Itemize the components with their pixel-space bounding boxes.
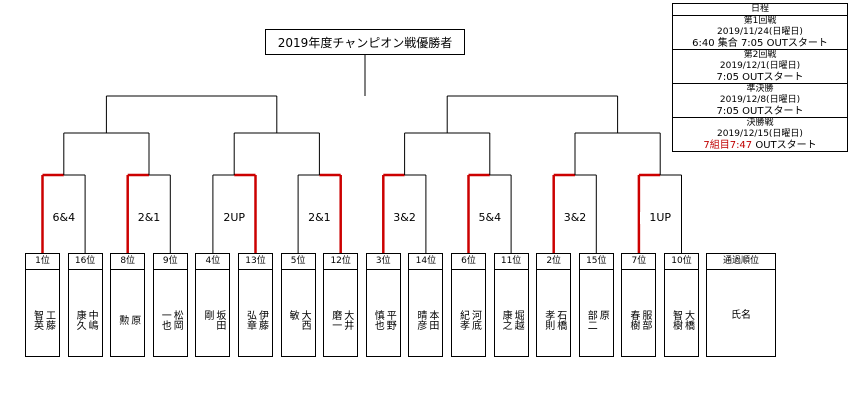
player-rank: 6位 — [452, 254, 485, 270]
player-name: 伊藤 弘章 — [244, 310, 268, 330]
player-name: 平野 慎也 — [372, 310, 396, 330]
player-rank: 2位 — [537, 254, 571, 270]
player-rank: 3位 — [366, 254, 400, 270]
player-rank: 11位 — [494, 254, 528, 270]
player-box: 6位河底 紀孝 — [451, 253, 486, 357]
player-name: 本田 晴彦 — [414, 310, 438, 330]
player-rank: 5位 — [281, 254, 315, 270]
player-name: 原 部二 — [585, 310, 609, 330]
player-box: 2位石橋 孝則 — [536, 253, 572, 357]
player-name: 大橋 智樹 — [670, 310, 694, 330]
match-score: 5&4 — [469, 212, 510, 224]
match-score: 6&4 — [43, 212, 84, 224]
player-rank: 1位 — [26, 254, 59, 270]
player-name: 大西 敏 — [287, 310, 311, 330]
player-rank: 13位 — [239, 254, 272, 270]
schedule-table: 日程 第1回戦 2019/11/24(日曜日) 6:40 集合 7:05 OUT… — [672, 3, 848, 152]
player-rank: 10位 — [665, 254, 698, 270]
match-score: 3&2 — [384, 212, 425, 224]
player-name: 石橋 孝則 — [542, 310, 566, 330]
round-time: 6:40 集合 7:05 OUTスタート — [692, 38, 828, 49]
round-name: 第2回戦 — [743, 50, 777, 60]
round-time-red: 7組目7:47 — [703, 140, 753, 151]
match-score: 2&1 — [299, 212, 340, 224]
round-date: 2019/12/15(日曜日) — [717, 129, 803, 139]
round-time: 7:05 OUTスタート — [716, 72, 804, 83]
round-name: 決勝戦 — [746, 118, 774, 128]
match-score: 1UP — [640, 212, 681, 224]
player-rank: 14位 — [409, 254, 443, 270]
player-name: 中嶋 康久 — [74, 310, 98, 330]
player-box: 12位大井 磨一 — [323, 253, 359, 357]
player-name: 松岡 一也 — [159, 310, 183, 330]
title-text: 2019年度チャンピオン戦優勝者 — [277, 35, 453, 50]
player-box: 10位大橋 智樹 — [664, 253, 699, 357]
match-score: 2&1 — [129, 212, 169, 224]
player-box: 13位伊藤 弘章 — [238, 253, 273, 357]
round-date: 2019/12/8(日曜日) — [719, 95, 801, 105]
schedule-round-1: 第1回戦 2019/11/24(日曜日) 6:40 集合 7:05 OUTスター… — [673, 15, 847, 49]
player-rank: 9位 — [153, 254, 187, 270]
schedule-round-2: 第2回戦 2019/12/1(日曜日) 7:05 OUTスタート — [673, 49, 847, 83]
player-rank: 15位 — [579, 254, 613, 270]
player-rank: 16位 — [68, 254, 102, 270]
match-score: 2UP — [214, 212, 255, 224]
player-box: 15位原 部二 — [578, 253, 614, 357]
player-name: 服部 春樹 — [627, 310, 651, 330]
player-rank: 8位 — [111, 254, 145, 270]
seed-header: 通過順位 — [707, 254, 775, 270]
player-name: 河底 紀孝 — [457, 310, 481, 330]
round-name: 準決勝 — [746, 84, 774, 94]
bracket-title: 2019年度チャンピオン戦優勝者 — [265, 29, 465, 55]
player-box: 7位服部 春樹 — [621, 253, 657, 357]
player-name: 堀越 康之 — [500, 310, 524, 330]
player-box: 8位原 勲 — [110, 253, 146, 357]
seed-name-label: 氏名 — [731, 310, 751, 321]
schedule-round-final: 決勝戦 2019/12/15(日曜日) 7組目7:47 OUTスタート — [673, 117, 847, 151]
player-box: 9位松岡 一也 — [152, 253, 188, 357]
round-date: 2019/11/24(日曜日) — [717, 27, 803, 37]
player-box: 5位大西 敏 — [280, 253, 316, 357]
player-rank: 12位 — [324, 254, 358, 270]
player-box: 14位本田 晴彦 — [408, 253, 444, 357]
player-box: 4位坂田 剛 — [195, 253, 231, 357]
schedule-header: 日程 — [750, 4, 769, 14]
seed-rank-box: 通過順位 氏名 — [706, 253, 776, 357]
player-box: 11位堀越 康之 — [493, 253, 529, 357]
match-score: 3&2 — [555, 212, 595, 224]
schedule-round-semifinal: 準決勝 2019/12/8(日曜日) 7:05 OUTスタート — [673, 83, 847, 117]
player-box: 1位工藤 智英 — [25, 253, 60, 357]
player-name: 大井 磨一 — [329, 310, 353, 330]
player-box: 3位平野 慎也 — [365, 253, 401, 357]
round-time: 7組目7:47 OUTスタート — [673, 140, 847, 151]
round-time: 7:05 OUTスタート — [716, 106, 804, 117]
round-time-rest: OUTスタート — [752, 140, 817, 151]
player-rank: 4位 — [196, 254, 230, 270]
player-box: 16位中嶋 康久 — [67, 253, 103, 357]
player-name: 工藤 智英 — [31, 310, 55, 330]
round-date: 2019/12/1(日曜日) — [719, 61, 801, 71]
player-name: 原 勲 — [116, 315, 140, 325]
player-name: 坂田 剛 — [201, 310, 225, 330]
round-name: 第1回戦 — [743, 16, 777, 26]
player-rank: 7位 — [622, 254, 656, 270]
